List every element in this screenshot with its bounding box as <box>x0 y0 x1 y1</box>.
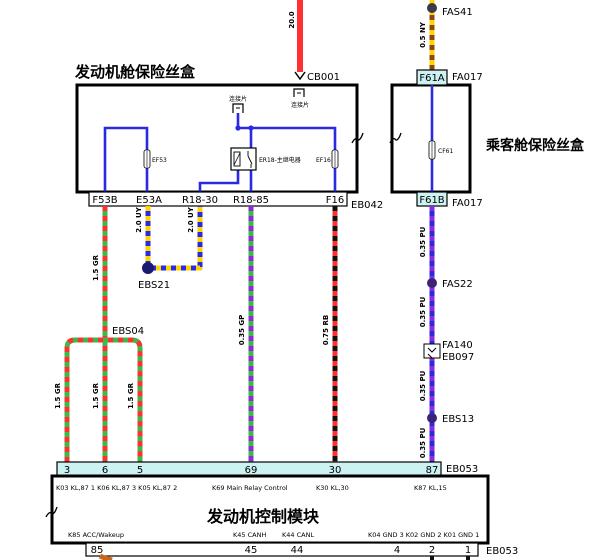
ecm-func-gnd: K04 GND 3 K02 GND 2 K01 GND 1 <box>368 531 479 539</box>
fa017-top-label: FA017 <box>452 72 483 83</box>
gr-branch-size-2: 1.5 GR <box>92 382 100 409</box>
ecm-pin-30: 30 <box>329 465 342 476</box>
splice-ebs13-label: EBS13 <box>442 414 474 425</box>
gr-trunk-size: 1.5 GR <box>92 254 100 281</box>
internal-node-1 <box>235 125 241 131</box>
splice-fas22-label: FAS22 <box>442 279 473 290</box>
pin-f53b: F53B <box>92 195 117 206</box>
internal-wire-r18-30 <box>198 170 240 192</box>
eb053-top-label: EB053 <box>446 464 478 475</box>
cb001-connector-icon <box>294 71 306 81</box>
ecm-break-mark <box>45 506 58 518</box>
internal-link-icon <box>232 103 244 113</box>
ecm-func-k45: K45 CANH <box>233 531 266 539</box>
ecm-title: 发动机控制模块 <box>206 507 320 526</box>
uy-size-2: 2.0 UY <box>187 206 195 233</box>
rb-size: 0.75 RB <box>322 315 330 345</box>
pu-size-1: 0.35 PU <box>419 226 427 257</box>
pu-size-2: 0.35 PU <box>419 296 427 327</box>
uy-wire-group <box>145 206 203 271</box>
engine-fuse-box <box>75 83 359 194</box>
pin-e53a: E53A <box>136 195 162 206</box>
pin-f61b: F61B <box>419 195 444 206</box>
pin-f61a: F61A <box>419 73 444 84</box>
ny-wire-size: 0.5 NY <box>419 21 427 48</box>
ecm-pin-3: 3 <box>64 465 70 476</box>
engine-control-module <box>50 474 490 545</box>
splice-ebs13 <box>427 413 437 423</box>
ecm-func-k44: K44 CANL <box>282 531 314 539</box>
fa017-bottom-label: FA017 <box>452 198 483 209</box>
gr-branch-size-3: 1.5 GR <box>127 382 135 409</box>
relay-er18-icon <box>230 147 257 171</box>
ecm-pin-69: 69 <box>245 465 258 476</box>
eb042-label: EB042 <box>351 200 383 211</box>
fuse-ef16-icon <box>331 149 339 169</box>
cabin-fuse-box-title: 乘客舱保险丝盒 <box>485 137 585 154</box>
ecm-func-k85: K85 ACC/Wakeup <box>68 531 124 539</box>
cb001-link-icon <box>293 88 305 97</box>
ecm-func-k69: K69 Main Relay Control <box>212 484 288 492</box>
cb001-link-label: 连接片 <box>291 101 309 109</box>
ecm-pin-87: 87 <box>426 465 439 476</box>
cb001-label: CB001 <box>307 72 340 83</box>
inline-connector-fa140-icon <box>423 343 441 359</box>
cabin-box-break-mark <box>389 132 402 144</box>
pin-r18-30: R18-30 <box>182 195 218 206</box>
pin-f16: F16 <box>326 195 344 206</box>
splice-ebs04-label: EBS04 <box>112 326 144 337</box>
splice-fas41 <box>427 3 437 13</box>
splice-fas41-label: FAS41 <box>442 7 473 18</box>
gr-wire-group <box>64 206 143 462</box>
gp-size: 0.35 GP <box>238 315 246 346</box>
pu-size-3: 0.35 PU <box>419 370 427 401</box>
eb042-pin-strip <box>88 191 348 207</box>
inline-connector-eb097-label: EB097 <box>442 352 474 363</box>
eb053-bottom-label: EB053 <box>486 546 518 557</box>
fuse-ef53-label: EF53 <box>152 157 167 164</box>
splice-fas22 <box>427 278 437 288</box>
ecm-func-k03-k06-k05: K03 KL,87 1 K06 KL,87 3 K05 KL,87 2 <box>56 484 177 492</box>
ecm-pin-5: 5 <box>137 465 143 476</box>
pu-size-4: 0.35 PU <box>419 427 427 458</box>
engine-fuse-box-title: 发动机舱保险丝盒 <box>74 63 196 81</box>
splice-ebs21 <box>142 262 154 274</box>
uy-size-1: 2.0 UY <box>135 206 143 233</box>
ecm-pin-44: 44 <box>291 545 304 556</box>
ecm-func-k87: K87 KL,15 <box>414 484 447 492</box>
pin-r18-85: R18-85 <box>233 195 269 206</box>
ecm-pin-1: 1 <box>465 545 471 556</box>
fuse-ef53-icon <box>143 149 151 169</box>
fuse-cf61-icon <box>428 140 436 160</box>
engine-box-break-mark <box>351 132 364 144</box>
ecm-func-k30: K30 KL,30 <box>316 484 349 492</box>
gr-branch-size-1: 1.5 GR <box>54 382 62 409</box>
battery-feed-wire-size: 20.0 <box>288 11 296 28</box>
ecm-pin-2: 2 <box>429 545 435 556</box>
ecm-pin-45: 45 <box>245 545 258 556</box>
splice-ebs21-label: EBS21 <box>138 280 170 291</box>
ecm-pin-4: 4 <box>394 545 400 556</box>
inline-connector-fa140-label: FA140 <box>442 340 473 351</box>
internal-link-label: 连接片 <box>229 95 247 103</box>
relay-er18-label: ER18-主继电器 <box>259 156 301 164</box>
ecm-pin-85: 85 <box>91 545 104 556</box>
eb053-bottom-pin-strip <box>85 542 479 557</box>
fuse-cf61-label: CF61 <box>438 148 453 155</box>
ecm-pin-6: 6 <box>102 465 108 476</box>
fuse-ef16-label: EF16 <box>316 157 331 164</box>
internal-node-2 <box>248 125 254 131</box>
